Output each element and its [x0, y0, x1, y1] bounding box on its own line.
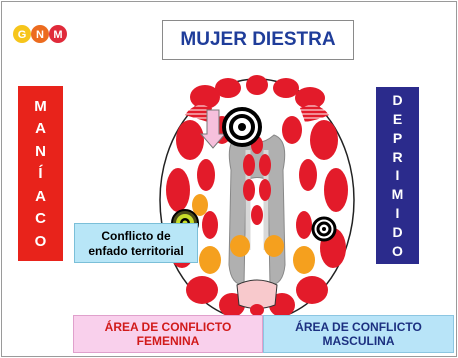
callout-line-1: Conflicto de — [101, 229, 171, 243]
hatched-region-right — [300, 105, 329, 122]
logo-circle-orange — [31, 25, 49, 43]
female-area-line-2: FEMENINA — [136, 334, 200, 348]
mania-letter: N — [35, 142, 46, 160]
mania-letter: M — [34, 97, 47, 115]
logo-letter-m: M — [53, 29, 62, 41]
depression-letter: D — [392, 91, 403, 108]
conflict-callout: Conflicto de enfado territorial — [74, 223, 198, 263]
depression-letter: P — [392, 129, 403, 146]
male-conflict-area-box: ÁREA DE CONFLICTO MASCULINA — [263, 315, 454, 353]
depression-letter: O — [392, 243, 403, 260]
mania-label: M A N Í A C O — [18, 86, 63, 261]
mania-letter: Í — [38, 165, 43, 182]
male-area-line-2: MASCULINA — [322, 334, 395, 348]
depression-letter: M — [391, 186, 404, 203]
callout-line-2: enfado territorial — [88, 244, 184, 258]
target-large-icon — [222, 107, 262, 147]
mania-letter: A — [35, 187, 46, 205]
brainstem-bottom — [250, 304, 264, 316]
target-small-icon — [311, 216, 337, 242]
depression-letter: I — [395, 167, 400, 184]
depression-letter: D — [392, 224, 403, 241]
gnm-logo: G N M — [13, 25, 67, 43]
depression-letter: I — [395, 205, 400, 222]
female-conflict-area-box: ÁREA DE CONFLICTO FEMENINA — [73, 315, 263, 353]
pink-arrow-icon — [199, 109, 227, 149]
mania-letter: C — [35, 210, 46, 227]
depression-letter: E — [392, 110, 403, 127]
logo-letter-g: G — [18, 29, 27, 41]
depression-label: D E P R I M I D O — [376, 87, 419, 264]
logo-letter-n: N — [36, 29, 44, 41]
logo-circle-red — [49, 25, 67, 43]
slide-title: MUJER DIESTRA — [162, 20, 354, 60]
female-area-line-1: ÁREA DE CONFLICTO — [104, 320, 232, 334]
hatched-region-left — [185, 105, 212, 122]
mania-letter: A — [35, 120, 46, 137]
depression-letter: R — [392, 148, 403, 165]
mania-letter: O — [34, 232, 47, 250]
logo-circle-yellow — [13, 25, 31, 43]
cerebellum — [236, 279, 278, 309]
male-area-line-1: ÁREA DE CONFLICTO — [295, 320, 422, 334]
orange-regions — [192, 194, 315, 274]
